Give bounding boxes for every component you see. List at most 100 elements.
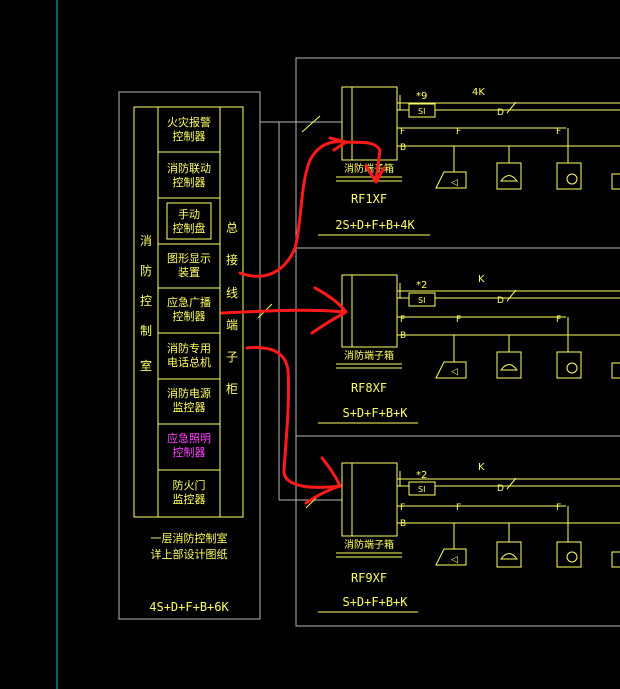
- terminal-box-label: 消防端子箱: [344, 538, 394, 551]
- hydrant-button-icon: [556, 351, 582, 379]
- device-label-line1: 火灾报警: [167, 115, 211, 129]
- markup-arrow-floor-3: [245, 346, 342, 489]
- b-label: B: [400, 331, 406, 341]
- telephone-icon: [496, 541, 522, 568]
- terminal-box-label: 消防端子箱: [344, 349, 394, 362]
- hydrant-button-icon: [556, 541, 582, 568]
- markup-arrow-floor-2: [220, 308, 347, 315]
- main-cable-label: 4S+D+F+B+6K: [149, 600, 229, 614]
- title-char: 控: [140, 294, 152, 308]
- speaker-icon: [435, 548, 467, 566]
- cabinet-char: 线: [226, 286, 238, 300]
- hydrant-button-icon: [556, 162, 582, 190]
- cabinet-char: 接: [226, 252, 238, 267]
- speaker-icon: [435, 171, 467, 189]
- telephone-handset: [500, 175, 518, 182]
- speaker-mark: ◁: [451, 555, 458, 565]
- terminal-box-code: RF8XF: [351, 381, 387, 395]
- terminal-box-code: RF1XF: [351, 192, 387, 206]
- cabinet-char: 总: [226, 221, 238, 235]
- d-tick: [506, 289, 517, 302]
- telephone-handset: [500, 364, 518, 371]
- f-label: F: [456, 127, 461, 137]
- floor-group-1: 消防端子箱 RF1XF 2S+D+F+B+4K *9 4K SI D F F F…: [318, 86, 620, 236]
- device-label-line1: 应急照明: [167, 431, 211, 445]
- b-label: B: [400, 143, 406, 153]
- k-count: K: [478, 274, 485, 285]
- device-label-line1: 防火门: [173, 478, 206, 492]
- hydrant-button-circle: [566, 173, 578, 185]
- terminal-box: [341, 274, 398, 348]
- telephone-icon: [496, 162, 522, 190]
- device-label-line1: 消防专用: [167, 341, 211, 355]
- markup-arrowhead-1: [328, 136, 348, 152]
- device-icon-partial: [611, 362, 620, 379]
- d-label: D: [497, 484, 504, 494]
- markup-arrow-floor-1: [238, 140, 382, 278]
- si-module: [408, 292, 436, 307]
- device-label-line2: 监控器: [173, 492, 206, 506]
- f-label: F: [456, 503, 461, 513]
- device-icon-partial: [611, 551, 620, 568]
- telephone-handset: [500, 553, 518, 560]
- floor-cable-label: S+D+F+B+K: [342, 406, 408, 420]
- manual-panel-inner-box: [166, 202, 212, 240]
- device-label-line2: 控制器: [173, 129, 206, 143]
- speaker-mark: ◁: [451, 178, 458, 188]
- device-label-line1: 消防电源: [167, 386, 211, 400]
- cabinet-char: 端: [226, 318, 238, 332]
- f-label: F: [556, 127, 561, 137]
- si-label: SI: [418, 485, 425, 494]
- hydrant-button-circle: [566, 551, 578, 563]
- s-count: *2: [416, 470, 427, 481]
- title-char: 防: [140, 263, 152, 278]
- k-count: 4K: [472, 87, 485, 98]
- d-label: D: [497, 108, 504, 118]
- device-label-line2: 控制器: [173, 175, 206, 189]
- d-tick: [506, 101, 517, 114]
- terminal-box-code: RF9XF: [351, 571, 387, 585]
- control-room-note-line2: 详上部设计图纸: [151, 547, 228, 561]
- device-icon-partial: [611, 173, 620, 190]
- markup-arrowhead-1b: [364, 164, 386, 184]
- control-room-note-line1: 一层消防控制室: [151, 531, 228, 545]
- f-label: F: [400, 315, 405, 325]
- control-room-frame: [118, 91, 261, 620]
- si-label: SI: [418, 296, 425, 305]
- control-room: 消 防 控 制 室 火灾报警 控制器 消防联动 控制器 手动 控制盘 图形显示 …: [133, 106, 244, 614]
- si-module: [408, 481, 436, 496]
- s-count: *2: [416, 280, 427, 291]
- telephone-icon: [496, 351, 522, 379]
- si-label: SI: [418, 107, 425, 116]
- floor-cable-label: S+D+F+B+K: [342, 595, 408, 609]
- speaker-icon: [435, 361, 467, 379]
- device-label-line1: 应急广播: [167, 295, 211, 309]
- terminal-box: [341, 462, 398, 537]
- device-label-line2: 控制器: [173, 309, 206, 323]
- si-module: [408, 103, 436, 118]
- device-label-line2: 装置: [178, 266, 200, 279]
- cabinet-char: 子: [226, 350, 238, 364]
- f-label: F: [556, 315, 561, 325]
- cabinet-char: 柜: [226, 382, 238, 396]
- k-count: K: [478, 462, 485, 473]
- terminal-box: [341, 86, 398, 161]
- device-label-line1: 图形显示: [167, 252, 211, 265]
- f-label: F: [400, 503, 405, 513]
- hydrant-button-circle: [566, 362, 578, 374]
- cable-tick: [301, 115, 321, 133]
- f-label: F: [400, 127, 405, 137]
- device-label-line2: 控制器: [173, 445, 206, 459]
- d-label: D: [497, 296, 504, 306]
- terminal-cabinet-vertical-title: 总 接 线 端 子 柜: [226, 221, 238, 396]
- floor-cable-label: 2S+D+F+B+4K: [335, 218, 415, 232]
- floor-frame-3: [295, 435, 620, 627]
- b-label: B: [400, 519, 406, 529]
- title-char: 制: [140, 324, 152, 338]
- f-label: F: [456, 315, 461, 325]
- floor-group-3: 消防端子箱 RF9XF S+D+F+B+K *2 K SI D F F F B …: [318, 462, 620, 613]
- device-label-line2: 电话总机: [167, 355, 211, 369]
- s-count: *9: [416, 91, 427, 102]
- f-label: F: [556, 503, 561, 513]
